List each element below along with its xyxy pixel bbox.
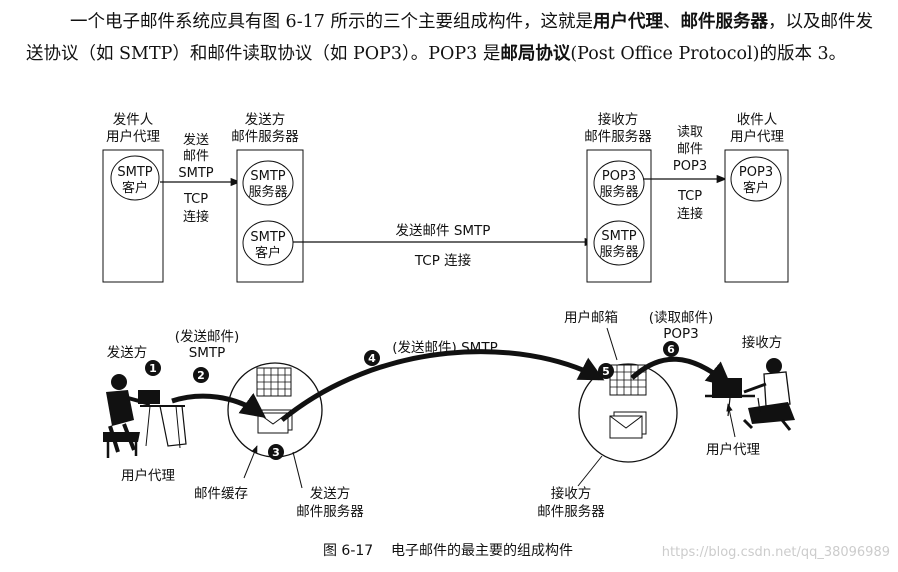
step-1-marker: 1 <box>145 360 161 376</box>
figure-caption: 图 6-17 电子邮件的最主要的组成构件 <box>323 543 573 559</box>
pop3-server-circle <box>593 160 645 206</box>
top-diagram: 发件人 用户代理 SMTP 客户 发送 邮件 SMTP TCP 连接 发送方 邮… <box>102 111 789 283</box>
send-smtp-label-2: SMTP <box>189 345 226 361</box>
step-4-marker: 4 <box>364 350 380 366</box>
read-mail-label-3: POP3 <box>673 159 707 174</box>
bottom-diagram: 发送方 (发送邮件) SMTP (发送邮件) SMTP 用户邮箱 (读取邮件) … <box>103 309 795 520</box>
sending-server-label-1: 发送方 <box>245 112 286 128</box>
sending-server-bottom-label-2: 邮件服务器 <box>296 504 364 520</box>
para-text-1: 一个电子邮件系统应具有图 6-17 所示的三个主要组成构件，这就是 <box>70 12 593 32</box>
step-2-number: 2 <box>197 369 205 382</box>
tcp-conn-label-2: 连接 <box>183 209 209 225</box>
middle-tcp-label: TCP 连接 <box>414 252 471 269</box>
read-mail-label-1: 读取 <box>677 125 703 140</box>
sending-server-pointer <box>292 451 303 489</box>
mail-cache-pointer <box>243 445 258 479</box>
receiving-server-pointer <box>577 455 603 487</box>
recipient-ua-label-1: 收件人 <box>737 112 778 128</box>
ua-right-pointer <box>726 403 736 438</box>
sender-person-icon <box>103 374 187 458</box>
receiving-server-label-2: 邮件服务器 <box>584 129 652 145</box>
smtp-server-label-1: SMTP <box>250 169 285 184</box>
para-text-3: ，以及邮件发送协议（如 SMTP）和邮件读取协议（如 POP3）。POP3 是 <box>26 12 873 64</box>
smtp-client-label-2: 客户 <box>255 245 281 261</box>
read-pop3-label-1: (读取邮件) <box>649 310 714 326</box>
read-mail-label-2: 邮件 <box>677 142 703 157</box>
pop3-client-label-1: POP3 <box>739 165 773 180</box>
receiver-label: 接收方 <box>742 334 783 351</box>
receiving-server-bottom-label-2: 邮件服务器 <box>537 504 605 520</box>
recipient-ua-label-2: 用户代理 <box>730 128 784 145</box>
smtp-server2-circle <box>593 220 645 266</box>
receiving-server-label-1: 接收方 <box>598 111 639 128</box>
sending-server-bottom-label-1: 发送方 <box>310 486 351 502</box>
tcp-conn2-label-2: 连接 <box>677 206 703 222</box>
step4-arrow <box>280 349 605 422</box>
sender-ua-label-1: 发件人 <box>113 112 154 128</box>
sender-ua-label-2: 用户代理 <box>106 128 160 145</box>
mailbox-pointer <box>606 327 618 361</box>
step-5-marker: 5 <box>598 363 614 379</box>
smtp-client-label-1: SMTP <box>250 230 285 245</box>
sender-smtp-client-label-1: SMTP <box>117 165 152 180</box>
para-bold-user-agent: 用户代理 <box>592 12 663 32</box>
sending-server-label-2: 邮件服务器 <box>231 129 299 145</box>
intro-paragraph: 一个电子邮件系统应具有图 6-17 所示的三个主要组成构件，这就是用户代理、邮件… <box>26 6 876 70</box>
pop3-client-label-2: 客户 <box>743 180 769 196</box>
step-2-marker: 2 <box>193 367 209 383</box>
ua-right-label: 用户代理 <box>706 441 760 458</box>
ua-left-label: 用户代理 <box>121 467 175 484</box>
step-6-marker: 6 <box>663 341 679 357</box>
step-4-number: 4 <box>368 352 376 365</box>
send-mail-label-2: 邮件 <box>183 149 209 164</box>
tcp-conn2-label-1: TCP <box>677 189 702 204</box>
mailbox-label: 用户邮箱 <box>564 309 618 326</box>
para-text-2: 、 <box>662 12 681 32</box>
receiver-person-icon <box>705 358 795 431</box>
sender-smtp-client-circle <box>110 155 160 201</box>
smtp-server2-label-2: 服务器 <box>599 244 638 260</box>
receiving-envelope-icon <box>609 411 647 439</box>
step-3-marker: 3 <box>268 444 284 460</box>
sending-mailbox-grid-icon <box>256 367 292 397</box>
step-3-number: 3 <box>272 446 280 459</box>
read-pop3-label-2: POP3 <box>663 326 699 342</box>
pop3-client-circle <box>730 156 782 202</box>
tcp-conn-label-1: TCP <box>183 192 208 207</box>
smtp-server-circle <box>242 160 294 206</box>
step-1-number: 1 <box>149 362 157 375</box>
smtp-server2-label-1: SMTP <box>601 229 636 244</box>
para-bold-mail-server: 邮件服务器 <box>680 12 768 32</box>
middle-send-mail-label: 发送邮件 SMTP <box>396 223 491 239</box>
step-5-number: 5 <box>602 365 610 378</box>
watermark: https://blog.csdn.net/qq_38096989 <box>662 545 890 560</box>
step2-arrow <box>171 393 267 418</box>
step6-arrow <box>630 356 732 388</box>
step-6-number: 6 <box>667 343 675 356</box>
receiving-server-bottom-label-1: 接收方 <box>551 485 592 502</box>
pop3-server-label-1: POP3 <box>602 169 636 184</box>
para-bold-pop: 邮局协议 <box>500 44 571 64</box>
send-mail-label-3: SMTP <box>178 166 213 181</box>
para-text-4: (Post Office Protocol)的版本 3。 <box>570 44 847 64</box>
sender-smtp-client-label-2: 客户 <box>122 180 148 196</box>
sender-label: 发送方 <box>107 345 148 361</box>
smtp-client-circle <box>242 220 294 266</box>
mail-cache-label: 邮件缓存 <box>194 486 248 502</box>
send-mail-label-1: 发送 <box>183 132 209 148</box>
send-smtp-label-1: (发送邮件) <box>175 329 240 345</box>
smtp-server-label-2: 服务器 <box>248 184 287 200</box>
pop3-server-label-2: 服务器 <box>599 184 638 200</box>
